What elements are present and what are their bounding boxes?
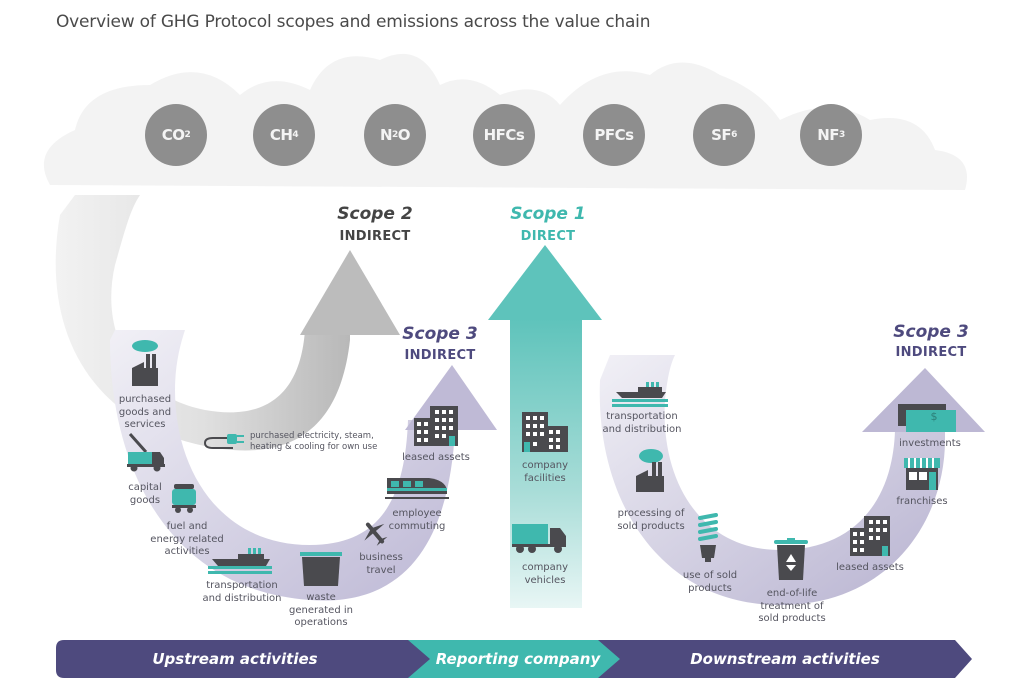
upstream-item-label: waste generated in operations [289,592,353,628]
downstream-item-label: transportation and distribution [602,411,682,435]
crane-truck-icon [127,433,165,472]
scope3-downstream-subtitle: INDIRECT [895,345,967,360]
truck-icon [512,524,566,553]
upstream-activities-label: Upstream activities [152,650,318,668]
scope2-item-label: purchased electricity, steam, heating & … [250,431,378,452]
gas-subscript: 4 [292,130,299,140]
gas-subscript: 3 [839,130,845,140]
downstream-item-label: investments [899,438,961,449]
ship-icon [208,548,272,574]
recycle-bin-icon [774,538,808,580]
downstream-item-label: franchises [896,496,948,507]
scope3-downstream-title: Scope 3 [893,322,969,342]
gas-subscript: 2 [392,130,398,140]
downstream-activities-label: Downstream activities [690,650,880,668]
upstream-item-label: purchased goods and services [118,394,172,430]
factory-icon [132,340,158,386]
downstream-item-label: use of sold products [682,570,738,594]
upstream-item-label: capital goods [128,482,162,506]
gas-formula: PFCs [594,126,634,144]
gas-circle: HFCs [473,104,535,166]
gas-formula: CO [161,126,185,144]
building-icon [850,516,890,556]
factory-icon [636,449,664,492]
waste-bin-icon [300,552,342,586]
reporting-company-label: Reporting company [435,650,601,668]
upstream-item-label: leased assets [402,452,470,463]
power-plug-icon [203,434,244,449]
gas-formula: CH [269,126,293,144]
building-icon [522,412,568,452]
value-chain-band [56,640,972,678]
building-icon [414,406,458,446]
upstream-item-label: transportation and distribution [202,580,282,604]
ship-icon [612,382,668,407]
airplane-icon [364,522,388,546]
gas-formula: N [379,126,393,144]
upstream-item-label: fuel and energy related activities [150,521,224,557]
gas-formula: HFCs [483,126,525,144]
upstream-item-label: business travel [359,552,403,576]
company-item-label: company vehicles [521,562,569,586]
scope3-upstream-subtitle: INDIRECT [404,348,476,363]
dollar-sign-icon: $ [930,410,938,423]
downstream-item-label: processing of sold products [617,508,685,532]
gas-formula-suffix: O [397,126,411,144]
gas-subscript: 2 [184,130,191,140]
fuel-tanker-icon [172,484,196,513]
gas-subscript: 6 [731,130,737,140]
scope2-subtitle: INDIRECT [339,229,411,244]
storefront-icon [904,458,940,490]
scope1-subtitle: DIRECT [520,229,576,244]
scope1-arrow [488,245,602,608]
money-icon [898,404,956,432]
scope1-title: Scope 1 [510,204,586,224]
train-icon [385,478,449,499]
upstream-item-label: employee commuting [388,508,446,532]
scope3-upstream-title: Scope 3 [402,324,478,344]
downstream-item-label: leased assets [836,562,904,573]
gas-circle: PFCs [583,104,645,166]
downstream-item-label: end-of-life treatment of sold products [758,588,826,624]
gas-formula: SF [711,126,732,144]
light-bulb-icon [698,513,718,562]
gas-formula: NF [817,126,840,144]
company-item-label: company facilities [521,460,569,484]
page-title: Overview of GHG Protocol scopes and emis… [56,12,651,32]
scope2-title: Scope 2 [337,204,413,224]
